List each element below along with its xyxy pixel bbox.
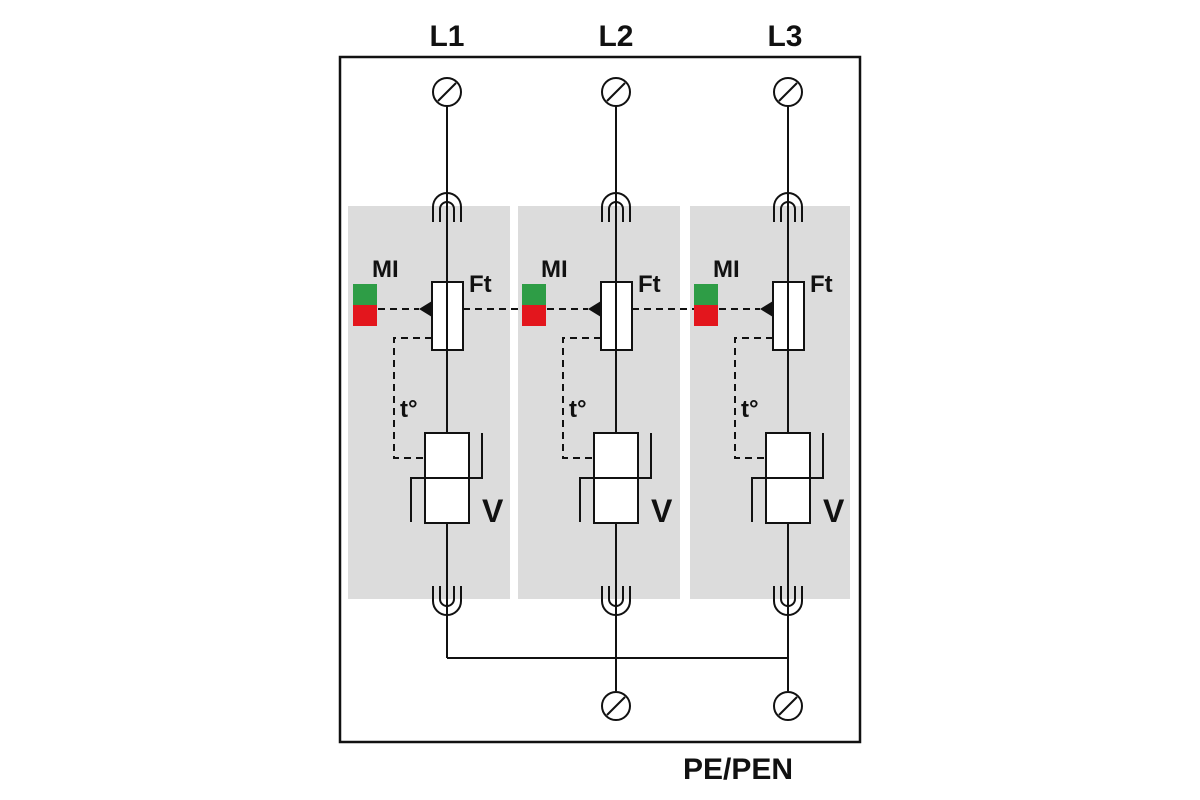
varistor-upper-l2 bbox=[593, 432, 639, 479]
label-v-l2: V bbox=[651, 493, 673, 529]
varistor-upper-l3 bbox=[765, 432, 811, 479]
plug-top-inner bbox=[439, 201, 455, 222]
phase-label-l2: L2 bbox=[598, 20, 633, 53]
label-temp-l2: t° bbox=[569, 396, 587, 423]
label-ft-l3: Ft bbox=[810, 271, 833, 298]
plug-top-l3 bbox=[773, 192, 803, 222]
label-temp-l1: t° bbox=[400, 396, 418, 423]
terminal-slash bbox=[606, 696, 626, 716]
plug-bottom-inner bbox=[439, 586, 455, 607]
module-bg-l1 bbox=[348, 206, 510, 599]
varistor-lower-l2 bbox=[593, 477, 639, 524]
column-l3: MI Ft t° V bbox=[632, 77, 845, 691]
varistor-lower-l3 bbox=[765, 477, 811, 524]
terminal-slash bbox=[437, 82, 457, 102]
terminal-slash bbox=[778, 696, 798, 716]
varistor-upper-l1 bbox=[424, 432, 470, 479]
varistor-zline-l2 bbox=[579, 433, 652, 522]
label-ft-l2: Ft bbox=[638, 271, 661, 298]
plug-top-inner bbox=[608, 201, 624, 222]
column-l2: MI Ft t° V bbox=[463, 77, 673, 691]
fuse-arrow-l3 bbox=[760, 301, 773, 317]
varistor-zline-l1 bbox=[410, 433, 483, 522]
indicator-green-l2 bbox=[522, 284, 546, 305]
indicator-red-l1 bbox=[353, 305, 377, 326]
module-bg-l2 bbox=[518, 206, 680, 599]
indicator-green-l3 bbox=[694, 284, 718, 305]
indicator-red-l3 bbox=[694, 305, 718, 326]
phase-label-l3: L3 bbox=[767, 20, 802, 53]
column-l1: MI Ft t° V bbox=[353, 77, 504, 658]
label-mi-l2: MI bbox=[541, 256, 568, 283]
label-v-l1: V bbox=[482, 493, 504, 529]
plug-bottom-l2 bbox=[601, 586, 631, 616]
label-mi-l1: MI bbox=[372, 256, 399, 283]
plug-top-inner bbox=[780, 201, 796, 222]
label-mi-l3: MI bbox=[713, 256, 740, 283]
ground-label: PE/PEN bbox=[683, 753, 793, 786]
thermal-link-l2 bbox=[562, 337, 601, 459]
varistor-lower-l1 bbox=[424, 477, 470, 524]
label-v-l3: V bbox=[823, 493, 845, 529]
plug-top-l2 bbox=[601, 192, 631, 222]
plug-bottom-l1 bbox=[432, 586, 462, 616]
label-temp-l3: t° bbox=[741, 396, 759, 423]
terminal-slash bbox=[778, 82, 798, 102]
varistor-zline-l3 bbox=[751, 433, 824, 522]
plug-bottom-inner bbox=[780, 586, 796, 607]
enclosure-frame bbox=[338, 55, 862, 744]
fuse-arrow-l2 bbox=[588, 301, 601, 317]
label-ft-l1: Ft bbox=[469, 271, 492, 298]
fuse-arrow-l1 bbox=[419, 301, 432, 317]
terminal-slash bbox=[606, 82, 626, 102]
plug-bottom-inner bbox=[608, 586, 624, 607]
module-bg-l3 bbox=[690, 206, 850, 599]
thermal-link-l3 bbox=[734, 337, 773, 459]
thermal-link-l1 bbox=[393, 337, 432, 459]
phase-label-l1: L1 bbox=[429, 20, 464, 53]
indicator-green-l1 bbox=[353, 284, 377, 305]
indicator-red-l2 bbox=[522, 305, 546, 326]
plug-top-l1 bbox=[432, 192, 462, 222]
plug-bottom-l3 bbox=[773, 586, 803, 616]
